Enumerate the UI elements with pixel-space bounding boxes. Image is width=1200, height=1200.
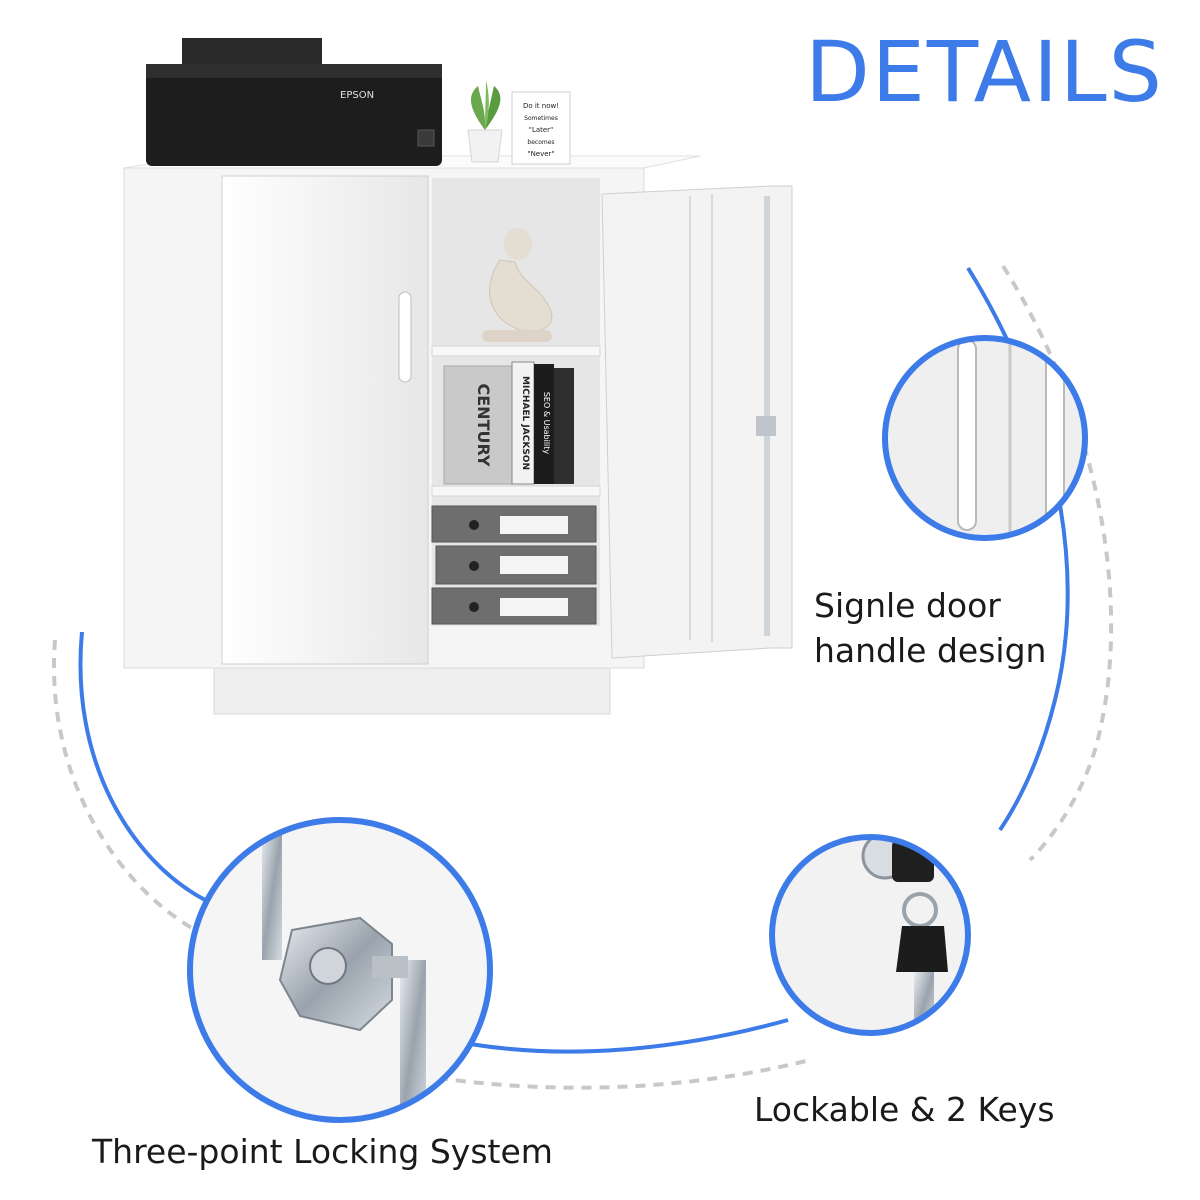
books: CENTURY MICHAEL JACKSON SEO & Usability [443, 361, 574, 485]
blue-arc-left [78, 631, 206, 902]
left-door [221, 175, 429, 665]
note-line-1: Do it now! [523, 102, 559, 110]
key-lock-closeup [769, 834, 971, 1036]
note-line-4: becomes [527, 139, 554, 146]
right-door-open [601, 185, 793, 659]
printer-brand: EPSON [340, 90, 374, 101]
printer: EPSON [146, 38, 442, 166]
book-century-title: CENTURY [474, 384, 493, 467]
page-title: DETAILS [805, 23, 1164, 121]
cabinet-product-image: CENTURY MICHAEL JACKSON SEO & Usability [123, 155, 793, 715]
file-binders [431, 505, 597, 625]
note-line-2: Sometimes [524, 115, 558, 122]
handle-design-caption: Signle door handle design [814, 586, 1047, 670]
shelf-2 [431, 485, 601, 497]
book-jackson-title: MICHAEL JACKSON [520, 376, 530, 470]
note-line-5: "Never" [527, 150, 554, 158]
note-line-3: "Later" [529, 126, 554, 134]
potted-plant [467, 80, 503, 163]
thinker-sculpture [482, 228, 553, 342]
blue-arc-bottom [469, 1018, 789, 1054]
note-card: Do it now! Sometimes "Later" becomes "Ne… [511, 91, 571, 165]
locking-system-caption: Three-point Locking System [92, 1132, 553, 1171]
door-handle-closeup [882, 335, 1088, 541]
dashed-arc-left [52, 639, 197, 932]
book-seo-title: SEO & Usability [542, 392, 551, 455]
cabinet-base [213, 663, 611, 715]
locking-rod-closeup [187, 817, 493, 1123]
lock-keys-caption: Lockable & 2 Keys [754, 1090, 1055, 1129]
left-door-handle [398, 291, 412, 383]
shelf-1 [431, 345, 601, 357]
dashed-arc-bottom [437, 1058, 811, 1090]
